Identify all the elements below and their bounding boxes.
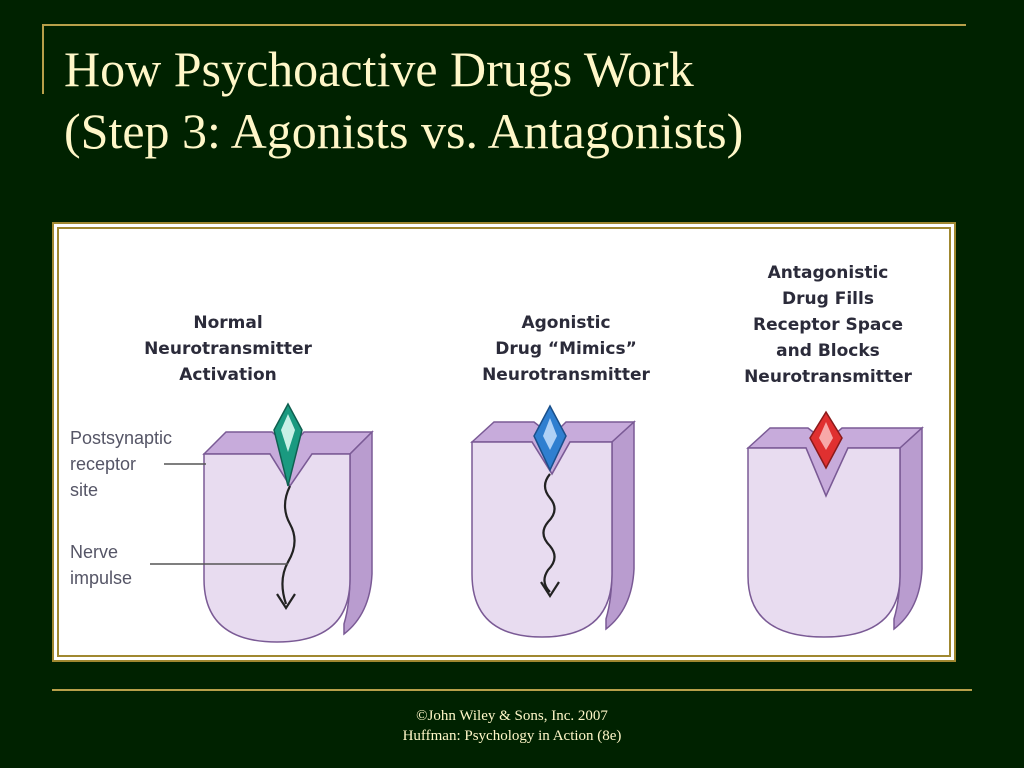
slide-title: How Psychoactive Drugs Work (Step 3: Ago…: [64, 38, 964, 162]
heading-antagonistic-line-5: Neurotransmitter: [744, 367, 912, 387]
label-impulse: impulse: [70, 568, 132, 588]
panel-antagonistic: Antagonistic Drug Fills Receptor Space a…: [744, 263, 924, 638]
heading-agonistic-line-2: Drug “Mimics”: [495, 339, 637, 359]
label-postsynaptic: Postsynaptic: [70, 428, 172, 448]
heading-antagonistic-line-4: and Blocks: [776, 341, 880, 361]
receptor-cell-body: [747, 447, 901, 638]
arrow-head: [540, 581, 560, 599]
left-rule: [42, 24, 44, 94]
diamond-highlight: [281, 414, 295, 452]
heading-normal-line-2: Neurotransmitter: [144, 339, 312, 359]
heading-agonistic-line-1: Agonistic: [521, 313, 610, 333]
heading-normal-line-1: Normal: [193, 313, 262, 333]
receptor-diagram: Normal Neurotransmitter Activation Agoni…: [70, 263, 924, 643]
receptor-cell-body: [471, 441, 613, 638]
heading-antagonistic-line-1: Antagonistic: [768, 263, 889, 283]
heading-antagonistic-line-2: Drug Fills: [782, 289, 874, 309]
nerve-impulse-arrow: [542, 473, 556, 593]
title-line-1: How Psychoactive Drugs Work: [64, 41, 694, 97]
side-labels: Postsynaptic receptor site Nerve impulse: [70, 428, 288, 588]
receptor-cell-body: [203, 453, 351, 643]
diamond-highlight: [819, 422, 833, 450]
nerve-impulse-arrow: [281, 485, 296, 605]
footer-copyright: ©John Wiley & Sons, Inc. 2007: [416, 708, 608, 724]
title-line-2: (Step 3: Agonists vs. Antagonists): [64, 103, 744, 159]
panel-agonistic: Agonistic Drug “Mimics” Neurotransmitter: [470, 313, 651, 638]
label-nerve: Nerve: [70, 542, 118, 562]
footer-source: Huffman: Psychology in Action (8e): [402, 728, 622, 744]
label-site: site: [70, 480, 98, 500]
panel-normal: Normal Neurotransmitter Activation: [144, 313, 374, 643]
diamond-highlight: [543, 418, 557, 450]
diagram-frame: Normal Neurotransmitter Activation Agoni…: [52, 222, 956, 662]
label-receptor: receptor: [70, 454, 136, 474]
heading-antagonistic-line-3: Receptor Space: [753, 315, 903, 335]
top-rule: [42, 24, 966, 26]
heading-agonistic-line-3: Neurotransmitter: [482, 365, 650, 385]
bottom-rule: [52, 689, 972, 691]
heading-normal-line-3: Activation: [179, 365, 276, 385]
footer-citation: ©John Wiley & Sons, Inc. 2007 Huffman: P…: [312, 706, 712, 746]
arrow-head: [276, 593, 296, 611]
